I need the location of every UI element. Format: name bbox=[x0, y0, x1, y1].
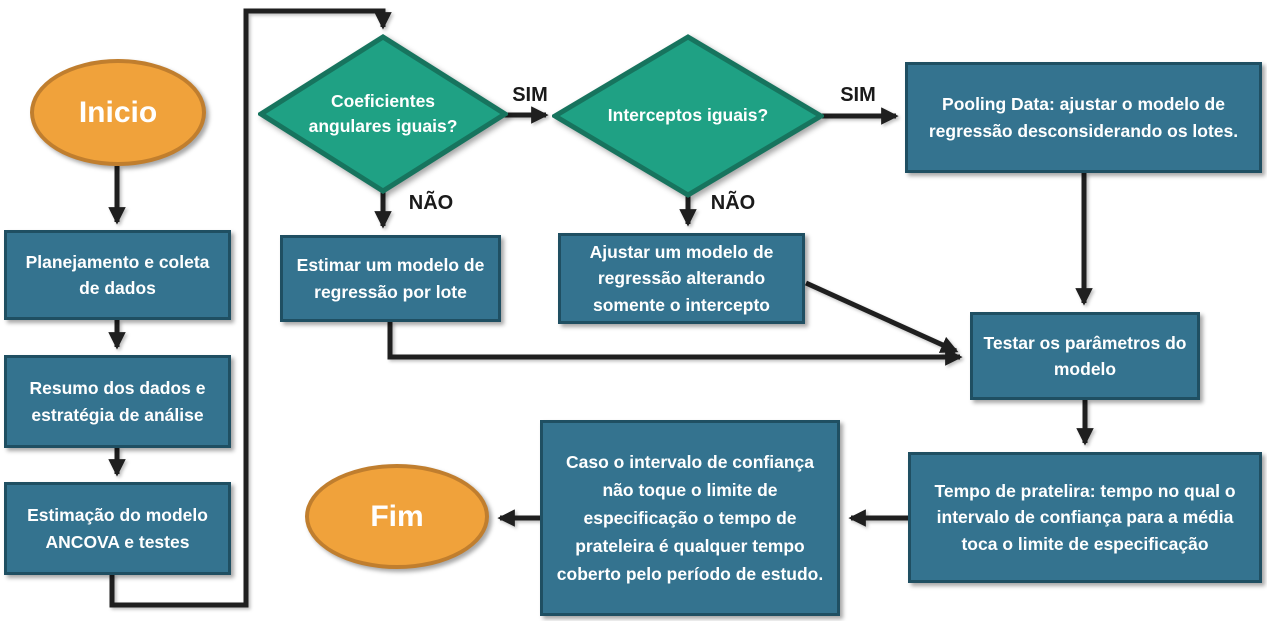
process-testar-parametros-label: Testar os parâmetros do modelo bbox=[983, 332, 1187, 379]
arrow-estimacao-coeficientes-feedback bbox=[109, 8, 392, 608]
decision-coeficientes-shape bbox=[258, 34, 508, 194]
process-tempo-prateleira: Tempo de pratelira: tempo no qual o inte… bbox=[908, 452, 1262, 583]
edge-label-sim-coeficientes: SIM bbox=[512, 84, 548, 106]
arrow-ajustar-testar bbox=[804, 280, 959, 354]
edge-label-sim-interceptos: SIM bbox=[840, 84, 876, 106]
process-pooling-data: Pooling Data: ajustar o modelo de regres… bbox=[905, 62, 1262, 173]
process-ajustar-modelo: Ajustar um modelo de regressão alterando… bbox=[558, 233, 805, 324]
process-resumo-label: Resumo dos dados e estratégia de análise bbox=[29, 378, 206, 425]
process-estimar-modelo-label: Estimar um modelo de regressão por lote bbox=[296, 255, 485, 302]
process-planejamento: Planejamento e coleta de dados bbox=[4, 230, 231, 320]
process-planejamento-label: Planejamento e coleta de dados bbox=[25, 251, 210, 298]
process-estimacao-ancova-label: Estimação do modelo ANCOVA e testes bbox=[27, 505, 208, 552]
process-pooling-data-label: Pooling Data: ajustar o modelo de regres… bbox=[928, 94, 1239, 141]
process-tempo-prateleira-label: Tempo de pratelira: tempo no qual o inte… bbox=[934, 481, 1236, 554]
decision-coeficientes: Coeficientes angulares iguais? bbox=[258, 34, 508, 194]
decision-interceptos: Interceptos iguais? bbox=[552, 34, 824, 198]
process-caso-intervalo: Caso o intervalo de confiança não toque … bbox=[540, 420, 840, 616]
process-caso-intervalo-label: Caso o intervalo de confiança não toque … bbox=[556, 452, 824, 584]
start-node: Inicio bbox=[30, 59, 206, 166]
end-node: Fim bbox=[305, 464, 489, 569]
process-estimacao-ancova: Estimação do modelo ANCOVA e testes bbox=[4, 482, 231, 575]
end-node-label: Fim bbox=[370, 500, 424, 533]
arrow-estimar-testar bbox=[387, 322, 963, 366]
process-ajustar-modelo-label: Ajustar um modelo de regressão alterando… bbox=[589, 242, 774, 315]
process-testar-parametros: Testar os parâmetros do modelo bbox=[970, 312, 1200, 400]
process-resumo: Resumo dos dados e estratégia de análise bbox=[4, 355, 231, 448]
process-estimar-modelo: Estimar um modelo de regressão por lote bbox=[280, 235, 501, 322]
decision-interceptos-shape bbox=[552, 34, 824, 198]
decision-coeficientes-label: Coeficientes angulares iguais? bbox=[308, 90, 458, 136]
edge-label-nao-interceptos: NÃO bbox=[710, 192, 756, 214]
edge-label-nao-coeficientes: NÃO bbox=[408, 192, 454, 214]
decision-interceptos-label: Interceptos iguais? bbox=[607, 105, 769, 126]
start-node-label: Inicio bbox=[78, 96, 158, 129]
